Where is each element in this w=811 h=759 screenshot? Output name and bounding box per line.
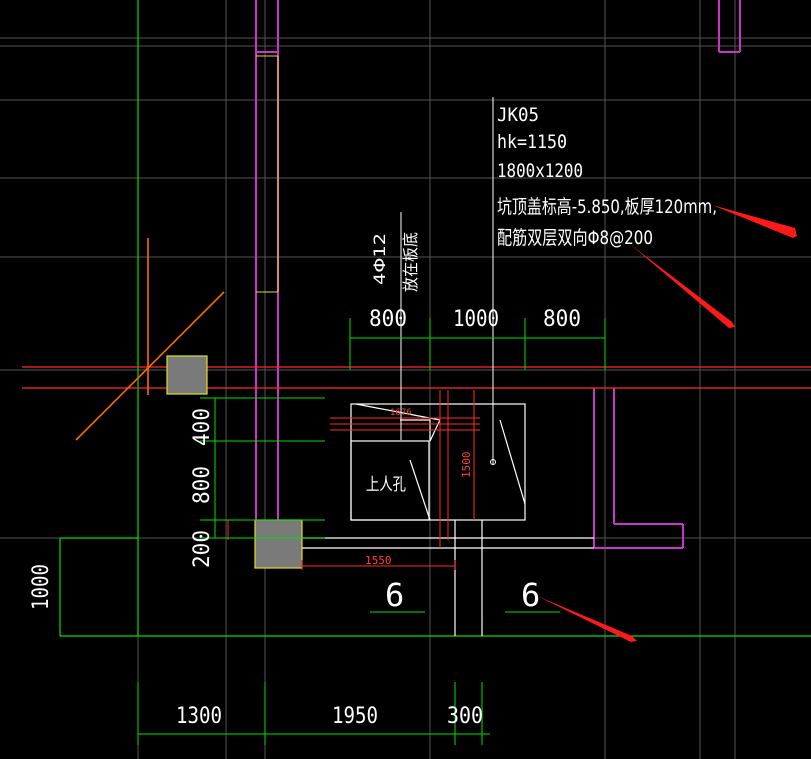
red-dimension-texts: 1550 1676 1500 <box>365 408 473 567</box>
annotation-reinforcement: 配筋双层双向Φ8@200 <box>497 227 653 249</box>
wall-inner-lines <box>256 55 279 293</box>
section-marks: 6 6 <box>385 576 540 614</box>
top-dimensions: 800 1000 800 <box>369 307 581 332</box>
orange-lines <box>75 238 225 441</box>
annotation-elevation: 坑顶盖标高-5.850,板厚120mm, <box>497 196 717 218</box>
bottom-dimensions: 1300 1950 300 <box>176 704 483 729</box>
dim-bottom-2: 1950 <box>332 704 378 729</box>
red-beam-lines <box>22 366 811 389</box>
arrow-to-section-mark <box>537 596 637 642</box>
dim-red-vertical: 1500 <box>460 452 473 479</box>
red-pit-dims <box>227 390 480 570</box>
dim-left-2: 800 <box>190 466 215 504</box>
dim-left-3: 200 <box>190 530 215 568</box>
arrow-to-reinforcement <box>631 245 735 328</box>
dim-red-small: 1676 <box>390 408 412 418</box>
leader-lines <box>400 97 494 465</box>
annotation-id: JK05 <box>497 104 539 126</box>
column-lower <box>254 519 303 569</box>
leader-point <box>490 459 496 465</box>
pit-annotation: JK05 hk=1150 1800x1200 坑顶盖标高-5.850,板厚120… <box>497 104 717 249</box>
dim-top-1: 800 <box>369 307 407 332</box>
rebar-label: 4Φ12 放在板底 <box>370 232 420 292</box>
dim-left-outer: 1000 <box>29 564 54 610</box>
rebar-label-line1: 4Φ12 <box>370 233 389 285</box>
left-dimensions: 400 800 200 1000 <box>29 408 215 610</box>
rebar-label-line2: 放在板底 <box>401 232 420 292</box>
dim-top-3: 800 <box>543 307 581 332</box>
dim-left-1: 400 <box>190 408 215 446</box>
dim-bottom-1: 1300 <box>176 704 222 729</box>
dim-top-2: 1000 <box>453 307 499 332</box>
dim-bottom-3: 300 <box>447 704 483 729</box>
dim-red-horizontal: 1550 <box>365 554 392 567</box>
annotation-depth: hk=1150 <box>497 131 567 153</box>
dimension-lines <box>137 318 606 745</box>
section-mark-1: 6 <box>385 576 404 614</box>
manhole-label: 上人孔 <box>366 475 406 495</box>
section-mark-2: 6 <box>521 576 540 614</box>
arrow-to-elevation <box>712 205 797 238</box>
annotation-size: 1800x1200 <box>497 160 583 182</box>
callout-arrows <box>537 205 797 642</box>
green-structure-lines <box>59 0 811 637</box>
column-upper <box>166 355 208 395</box>
